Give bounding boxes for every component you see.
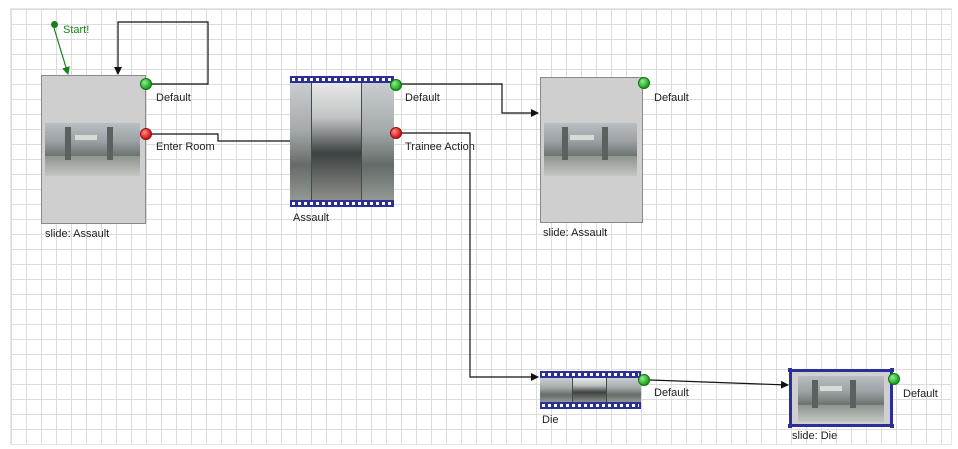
video-node-assault[interactable]: [290, 76, 394, 207]
slide-thumbnail: [544, 123, 637, 176]
port-trainee-action[interactable]: [390, 127, 402, 139]
port-default[interactable]: [888, 373, 900, 385]
node-label: slide: Assault: [543, 227, 607, 239]
start-point[interactable]: [51, 21, 58, 28]
slide-node-assault-1[interactable]: [41, 75, 146, 224]
node-label: Assault: [293, 212, 329, 224]
slide-thumbnail: [45, 123, 140, 176]
slide-node-die[interactable]: [789, 369, 893, 427]
port-label-default: Default: [654, 92, 689, 104]
node-label: Die: [542, 414, 559, 426]
node-label: slide: Die: [792, 430, 837, 442]
port-default[interactable]: [638, 374, 650, 386]
video-node-die[interactable]: [540, 371, 641, 409]
slide-node-assault-2[interactable]: [540, 77, 643, 223]
port-default[interactable]: [140, 78, 152, 90]
start-label: Start!: [63, 24, 89, 36]
slide-thumbnail: [798, 376, 884, 422]
port-label-default: Default: [903, 388, 938, 400]
port-label-default: Default: [405, 92, 440, 104]
node-label: slide: Assault: [45, 228, 109, 240]
port-label-default: Default: [156, 92, 191, 104]
port-label-enter-room: Enter Room: [156, 141, 215, 153]
port-label-trainee-action: Trainee Action: [405, 141, 475, 153]
port-enter-room[interactable]: [140, 128, 152, 140]
port-label-default: Default: [654, 387, 689, 399]
port-default[interactable]: [390, 79, 402, 91]
port-default[interactable]: [638, 77, 650, 89]
